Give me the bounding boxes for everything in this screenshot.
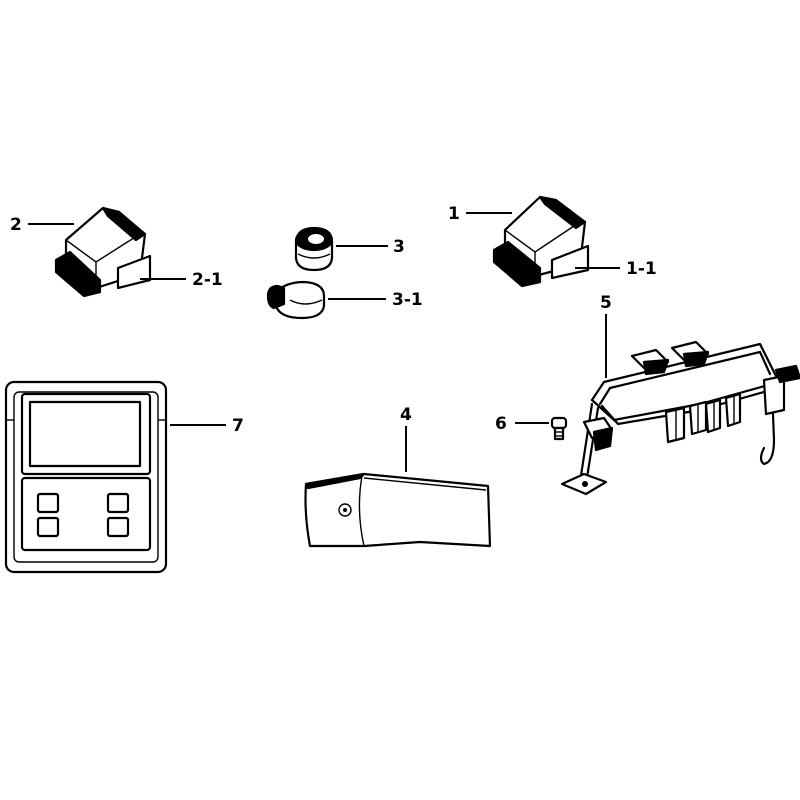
- callout-part-7: 7: [232, 416, 244, 436]
- callout-part-1: 1: [448, 204, 460, 224]
- callout-part-4: 4: [400, 405, 412, 425]
- callout-part-1-1: 1-1: [626, 259, 657, 279]
- screw-part-6: [550, 416, 568, 441]
- callout-part-2: 2: [10, 215, 22, 235]
- callout-part-2-1: 2-1: [192, 270, 223, 290]
- wire-bracket-part-5: [560, 340, 800, 496]
- relay-bracket-part-1-1: [550, 244, 590, 280]
- callout-part-3-1: 3-1: [392, 290, 423, 310]
- control-panel-part-7: [4, 380, 168, 574]
- grommet-part-3: [294, 226, 334, 272]
- cover-part-4: [304, 472, 492, 548]
- callout-part-3: 3: [393, 237, 405, 257]
- cap-part-3-1: [266, 280, 326, 320]
- callout-part-6: 6: [495, 414, 507, 434]
- callout-part-5: 5: [600, 293, 612, 313]
